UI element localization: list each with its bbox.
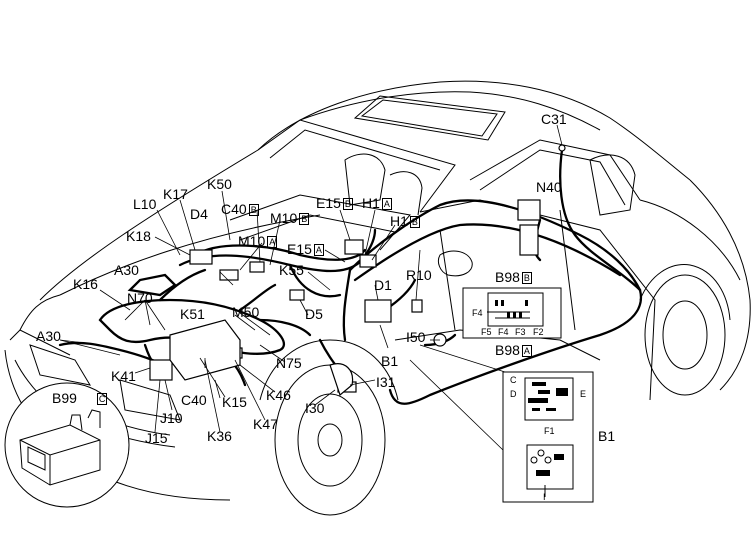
connector-c31 bbox=[558, 144, 566, 152]
fusebox-label-f5: F5 bbox=[481, 327, 492, 337]
callout-k55: K55 bbox=[279, 262, 304, 278]
callout-k46: K46 bbox=[266, 387, 291, 403]
fusebox-label-f3: F3 bbox=[515, 327, 526, 337]
callout-e15b-suffix: B bbox=[342, 198, 353, 210]
callout-n70: N70 bbox=[127, 290, 153, 306]
callout-n75: N75 bbox=[276, 355, 302, 371]
callout-k50: K50 bbox=[207, 176, 232, 192]
callout-b1-right: B1 bbox=[598, 428, 616, 444]
callout-m10a-suffix: A bbox=[267, 236, 278, 248]
callout-b98a-suffix: A bbox=[521, 345, 532, 357]
callout-l10: L10 bbox=[133, 196, 157, 212]
connector-m10 bbox=[219, 269, 239, 281]
relaybox-label-c: C bbox=[510, 375, 517, 385]
connectors bbox=[149, 144, 566, 397]
relaybox-b1-frame bbox=[502, 371, 594, 503]
module-n40 bbox=[517, 199, 541, 221]
callout-m50: M50 bbox=[232, 304, 260, 320]
relaybox-label-i: I bbox=[543, 492, 546, 502]
connector-h1 bbox=[359, 254, 377, 268]
callout-k16: K16 bbox=[73, 276, 98, 292]
connector-c40b bbox=[249, 261, 265, 273]
callout-k47: K47 bbox=[253, 416, 278, 432]
connector-d5 bbox=[289, 289, 305, 301]
relay-d1 bbox=[364, 299, 392, 323]
callout-k18: K18 bbox=[126, 228, 151, 244]
callout-i30: I30 bbox=[305, 400, 325, 416]
callout-e15b-code: E15 bbox=[316, 195, 341, 211]
callout-h1b-suffix: B bbox=[409, 216, 420, 228]
callout-j15: J15 bbox=[145, 430, 168, 446]
callout-c40: C40 bbox=[181, 392, 207, 408]
callout-m10b-code: M10 bbox=[270, 210, 298, 226]
callout-k36: K36 bbox=[207, 428, 232, 444]
fusebox-label-f4: F4 bbox=[498, 327, 509, 337]
battery-engine-bay bbox=[169, 319, 241, 381]
battery-b99-inset bbox=[4, 382, 130, 508]
callout-m10b-suffix: B bbox=[299, 213, 310, 225]
callout-d4: D4 bbox=[190, 206, 208, 222]
callout-b98b-suffix: B bbox=[521, 272, 532, 284]
callout-k17: K17 bbox=[163, 186, 188, 202]
callout-a30-left: A30 bbox=[36, 328, 61, 344]
connector-r10 bbox=[411, 299, 423, 313]
callout-r10: R10 bbox=[406, 267, 432, 283]
module-n40-body bbox=[519, 224, 539, 256]
callout-d1: D1 bbox=[374, 277, 392, 293]
fusebox-b98-block bbox=[487, 292, 544, 327]
callout-n40: N40 bbox=[536, 179, 562, 195]
fusebox-label-f4-side: F4 bbox=[472, 308, 483, 318]
callout-b98a-code: B98 bbox=[495, 342, 520, 358]
relaybox-label-d: D bbox=[510, 389, 517, 399]
callout-h1b-code: H1 bbox=[390, 213, 408, 229]
fusebox-b98-inset bbox=[462, 287, 562, 339]
relaybox-b1-upper bbox=[524, 377, 574, 421]
connector-e15 bbox=[344, 239, 364, 255]
leader-lines bbox=[59, 124, 563, 433]
connector-j10 bbox=[149, 359, 173, 381]
callout-e15a-code: E15 bbox=[287, 241, 312, 257]
callout-d5: D5 bbox=[305, 306, 323, 322]
callout-k51: K51 bbox=[180, 306, 205, 322]
relaybox-label-f1: F1 bbox=[544, 426, 555, 436]
fusebox-label-f2: F2 bbox=[533, 327, 544, 337]
callout-b98b-code: B98 bbox=[495, 269, 520, 285]
relaybox-label-e: E bbox=[580, 389, 587, 399]
callout-c31: C31 bbox=[541, 111, 567, 127]
callout-b1-center: B1 bbox=[381, 353, 399, 369]
car-body-outline bbox=[4, 80, 751, 516]
callout-i50: I50 bbox=[406, 329, 426, 345]
callout-b99: B99 C bbox=[52, 390, 108, 406]
relaybox-b1-inset bbox=[409, 344, 594, 503]
connector-d4 bbox=[189, 249, 213, 265]
callout-c40b-suffix: B bbox=[248, 204, 259, 216]
callout-a30-top: A30 bbox=[114, 262, 139, 278]
relaybox-b1-lower bbox=[526, 444, 574, 490]
callout-b99-code: B99 bbox=[52, 390, 77, 406]
callout-i31: I31 bbox=[376, 374, 396, 390]
callout-m10a-code: M10 bbox=[238, 233, 266, 249]
callout-e15a-suffix: A bbox=[313, 244, 324, 256]
callout-k41: K41 bbox=[111, 368, 136, 384]
fusebox-b98-frame bbox=[462, 287, 562, 339]
callout-k15: K15 bbox=[222, 394, 247, 410]
callout-j10: J10 bbox=[160, 410, 183, 426]
callout-h1a-code: H1 bbox=[362, 195, 380, 211]
callout-b99-suffix: C bbox=[96, 393, 108, 405]
callout-c40b-code: C40 bbox=[221, 201, 247, 217]
callout-h1a-suffix: A bbox=[381, 198, 392, 210]
